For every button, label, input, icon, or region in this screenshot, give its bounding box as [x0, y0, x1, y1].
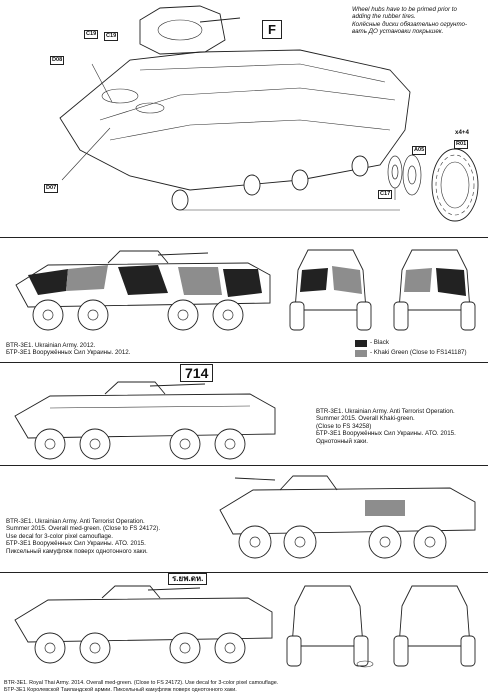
note-ru-2: вать ДО установки покрышек. [352, 28, 444, 36]
legend-black-label: - Black [370, 339, 389, 347]
scheme4-side-view [14, 585, 273, 664]
scheme2-line3: (Close to FS 34258) [316, 422, 372, 430]
scheme1-caption: BTR-3E1. Ukrainian Army. 2012. БТР-3Е1 В… [6, 342, 130, 357]
legend-black-swatch [355, 339, 367, 347]
scheme3-side-view [219, 475, 476, 559]
scheme3-line3: Use decal for 3-color pixel camouflage. [6, 532, 113, 540]
scheme1-side-view [15, 250, 271, 331]
divider-1 [0, 237, 488, 238]
part-d08: D08 [50, 56, 65, 65]
wheel-hub-note: Wheel hubs have to be primed prior to ad… [352, 6, 467, 36]
scheme1-rear-view [393, 249, 476, 331]
legend-khaki-label: - Khaki Green (Close to FS141187) [370, 349, 467, 357]
assembly-drawing [59, 5, 479, 222]
scheme3-line1: BTR-3E1. Ukrainian Army. Anti Terrorist … [6, 518, 145, 525]
scheme2-line5: Однотонный хаки. [316, 437, 369, 445]
scheme3-line5: Пиксельный камуфляж поверх однотонного х… [6, 547, 148, 555]
scheme2-line1: BTR-3E1. Ukrainian Army. Anti Terrorist … [316, 408, 455, 415]
part-r01: R01 [454, 140, 469, 149]
note-ru-1: Колёсные диски обязательно огрунто- [352, 20, 468, 28]
divider-4 [0, 572, 488, 573]
scheme3-line2: Summer 2015. Overall med-green. (Close t… [6, 525, 161, 533]
scheme3-caption: BTR-3E1. Ukrainian Army. Anti Terrorist … [6, 518, 160, 555]
scheme2-line4: БТР-3Е1 Вооружённых Сил Украины. АТО. 20… [316, 430, 456, 438]
camo-legend: - Black - Khaki Green (Close to FS141187… [355, 338, 467, 358]
scheme1-en: BTR-3E1. Ukrainian Army. 2012. [6, 342, 96, 349]
scheme3-line4: БТР-3Е1 Вооружённых Сил Украины. АТО. 20… [6, 540, 146, 548]
divider-3 [0, 465, 488, 466]
scheme1-ru: БТР-3Е1 Вооружённых Сил Украины. 2012. [6, 349, 131, 357]
note-en-1: Wheel hubs have to be primed prior to [352, 6, 457, 13]
scheme4-rear-view [393, 585, 476, 667]
scheme2-line2: Summer 2015. Overall Khaki-green. [316, 415, 415, 423]
part-c19-b: C19 [104, 32, 119, 41]
scheme2-side-view [14, 381, 276, 460]
scheme2-caption: BTR-3E1. Ukrainian Army. Anti Terrorist … [316, 408, 456, 445]
scheme4-en: BTR-3E1. Royal Thai Army. 2014. Overall … [4, 680, 279, 686]
part-d07: D07 [44, 184, 59, 193]
divider-2 [0, 362, 488, 363]
step-letter: F [262, 20, 282, 39]
part-a05: A05 [412, 146, 427, 155]
part-quantity: x4+4 [455, 129, 469, 136]
scheme1-front-view [289, 249, 372, 331]
legend-khaki-swatch [355, 349, 367, 357]
part-c19-a: C19 [84, 30, 99, 39]
scheme4-ru: БТР-3Е1 Королевской Таиландской армии. П… [4, 687, 237, 693]
scheme2-number: 714 [180, 364, 214, 382]
scheme4-caption: BTR-3E1. Royal Thai Army. 2014. Overall … [4, 680, 278, 694]
scheme4-plate: ร.ยพ.ดห. [168, 573, 208, 585]
part-c17: C17 [378, 190, 393, 199]
note-en-2: adding the rubber tires. [352, 13, 416, 21]
scheme4-front-view [286, 585, 374, 668]
